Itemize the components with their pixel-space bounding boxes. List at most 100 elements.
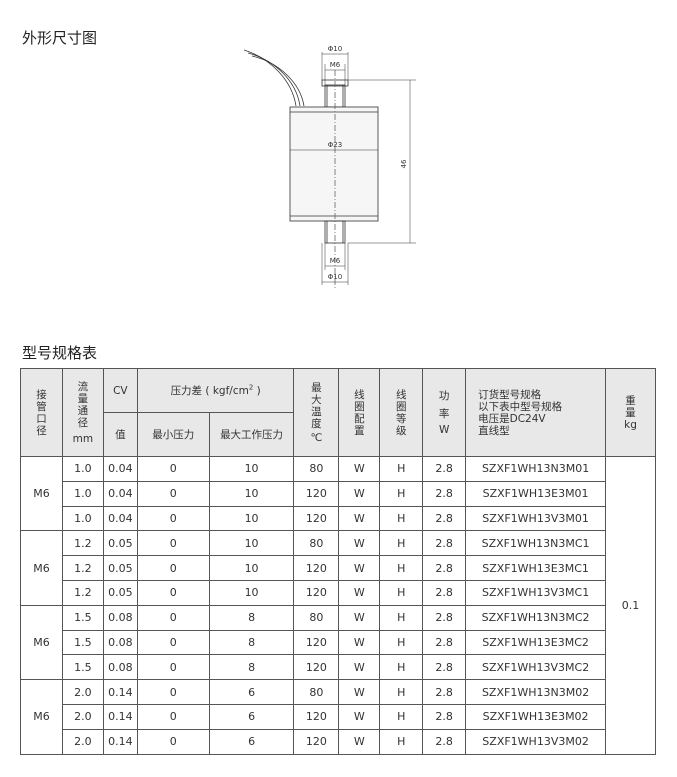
model-spec-table: 接管口径 流量通径 mm CV 压力差 ( kgf/cm2 ) 最大温度 ℃ 线… xyxy=(20,368,656,755)
cell-coil: W xyxy=(338,679,381,705)
cell-pmin: 0 xyxy=(136,579,210,606)
cell-diameter: 1.0 xyxy=(61,456,104,482)
cell-temp: 120 xyxy=(293,579,340,606)
port-cell: M6 xyxy=(20,530,63,606)
header-coil-config: 线圈配置 xyxy=(338,368,381,457)
cell-temp: 120 xyxy=(293,555,340,581)
bottom-thread-label: M6 xyxy=(330,257,341,265)
cell-coil: W xyxy=(338,530,381,557)
cell-model: SZXF1WH13E3MC2 xyxy=(465,629,607,656)
table-row: 2.0 0.14 0 6 120 W H 2.8 SZXF1WH13V3M02 xyxy=(21,728,656,755)
cell-cv: 0.04 xyxy=(102,456,138,482)
lead-wire xyxy=(247,52,301,107)
cell-pmin: 0 xyxy=(136,629,210,656)
port-cell: M6 xyxy=(20,679,63,755)
cell-power: 2.8 xyxy=(422,505,467,532)
cell-coil: W xyxy=(338,703,381,730)
cell-coil: W xyxy=(338,604,381,631)
cell-power: 2.8 xyxy=(422,530,467,557)
cell-cv: 0.05 xyxy=(102,579,138,606)
bottom-diameter-label: Φ10 xyxy=(328,273,342,281)
cell-pmin: 0 xyxy=(136,456,210,482)
cell-temp: 80 xyxy=(293,679,340,705)
cell-diameter: 1.2 xyxy=(61,530,104,557)
cell-coil: W xyxy=(338,728,381,755)
cell-power: 2.8 xyxy=(422,679,467,705)
cell-cv: 0.04 xyxy=(102,480,138,507)
cell-grade: H xyxy=(379,505,424,532)
cell-diameter: 2.0 xyxy=(61,679,104,705)
cell-pmin: 0 xyxy=(136,728,210,755)
cell-pmax: 8 xyxy=(208,629,295,656)
cell-model: SZXF1WH13N3MC2 xyxy=(465,604,607,631)
header-pmin: 最小压力 xyxy=(136,412,210,457)
table-row: 1.0 0.04 0 10 120 W H 2.8 SZXF1WH13V3M01 xyxy=(21,505,656,532)
header-pressure: 压力差 ( kgf/cm2 ) xyxy=(136,368,295,413)
cell-pmax: 6 xyxy=(208,703,295,730)
cell-power: 2.8 xyxy=(422,555,467,581)
cell-power: 2.8 xyxy=(422,604,467,631)
body-diameter-label: Φ23 xyxy=(328,141,342,149)
weight-cell: 0.1 xyxy=(605,456,656,755)
header-power: 功率 W xyxy=(422,368,467,457)
cell-pmin: 0 xyxy=(136,604,210,631)
cell-model: SZXF1WH13N3M01 xyxy=(465,456,607,482)
table-row: M6 1.2 0.05 0 10 80 W H 2.8 SZXF1WH13N3M… xyxy=(20,530,656,606)
cell-pmin: 0 xyxy=(136,505,210,532)
cell-model: SZXF1WH13E3M01 xyxy=(465,480,607,507)
spec-table-title: 型号规格表 xyxy=(22,344,98,362)
cell-cv: 0.08 xyxy=(102,654,138,681)
cell-grade: H xyxy=(379,679,424,705)
valve-body xyxy=(289,106,379,222)
cell-model: SZXF1WH13V3M01 xyxy=(465,505,607,532)
cell-grade: H xyxy=(379,728,424,755)
cell-diameter: 2.0 xyxy=(61,703,104,730)
cell-cv: 0.05 xyxy=(102,555,138,581)
cell-power: 2.8 xyxy=(422,728,467,755)
cell-coil: W xyxy=(338,579,381,606)
cell-diameter: 1.0 xyxy=(61,480,104,507)
cell-diameter: 1.2 xyxy=(61,579,104,606)
cell-temp: 80 xyxy=(293,530,340,557)
cell-pmax: 10 xyxy=(208,530,295,557)
cell-cv: 0.08 xyxy=(102,604,138,631)
cell-coil: W xyxy=(338,654,381,681)
cell-model: SZXF1WH13V3M02 xyxy=(465,728,607,755)
cell-model: SZXF1WH13N3M02 xyxy=(465,679,607,705)
header-cv-sub: 值 xyxy=(102,412,138,457)
cell-temp: 120 xyxy=(293,505,340,532)
header-weight: 重量 kg xyxy=(605,368,656,457)
cell-power: 2.8 xyxy=(422,654,467,681)
cell-model: SZXF1WH13E3M02 xyxy=(465,703,607,730)
cell-temp: 80 xyxy=(293,456,340,482)
header-cv: CV xyxy=(102,368,138,413)
header-flow: 流量通径 mm xyxy=(61,368,104,457)
cell-diameter: 1.0 xyxy=(61,505,104,532)
header-temp: 最大温度 ℃ xyxy=(293,368,340,457)
table-row: M6 1.0 0.04 0 10 80 W H 2.8 SZXF1WH13N3M… xyxy=(20,455,656,755)
port-cell: M6 xyxy=(20,455,63,532)
cell-power: 2.8 xyxy=(422,703,467,730)
table-row: 1.5 0.08 0 8 120 W H 2.8 SZXF1WH13E3MC2 xyxy=(21,629,656,656)
cell-cv: 0.04 xyxy=(102,505,138,532)
top-thread-label: M6 xyxy=(330,61,341,69)
cell-pmax: 10 xyxy=(208,579,295,606)
cell-coil: W xyxy=(338,480,381,507)
cell-pmax: 8 xyxy=(208,654,295,681)
cell-pmax: 8 xyxy=(208,604,295,631)
cell-grade: H xyxy=(379,629,424,656)
cell-pmax: 10 xyxy=(208,555,295,581)
cell-diameter: 1.2 xyxy=(61,555,104,581)
cell-pmin: 0 xyxy=(136,703,210,730)
lead-wire xyxy=(251,55,305,107)
cell-grade: H xyxy=(379,456,424,482)
cell-pmin: 0 xyxy=(136,654,210,681)
table-row: 1.5 0.08 0 8 120 W H 2.8 SZXF1WH13V3MC2 xyxy=(21,654,656,681)
cell-cv: 0.14 xyxy=(102,679,138,705)
cell-temp: 120 xyxy=(293,629,340,656)
cell-diameter: 2.0 xyxy=(61,728,104,755)
lead-wire xyxy=(243,49,297,107)
table-row: 1.2 0.05 0 10 120 W H 2.8 SZXF1WH13E3MC1 xyxy=(21,555,656,581)
cell-grade: H xyxy=(379,579,424,606)
table-row: 2.0 0.14 0 6 120 W H 2.8 SZXF1WH13E3M02 xyxy=(21,703,656,730)
